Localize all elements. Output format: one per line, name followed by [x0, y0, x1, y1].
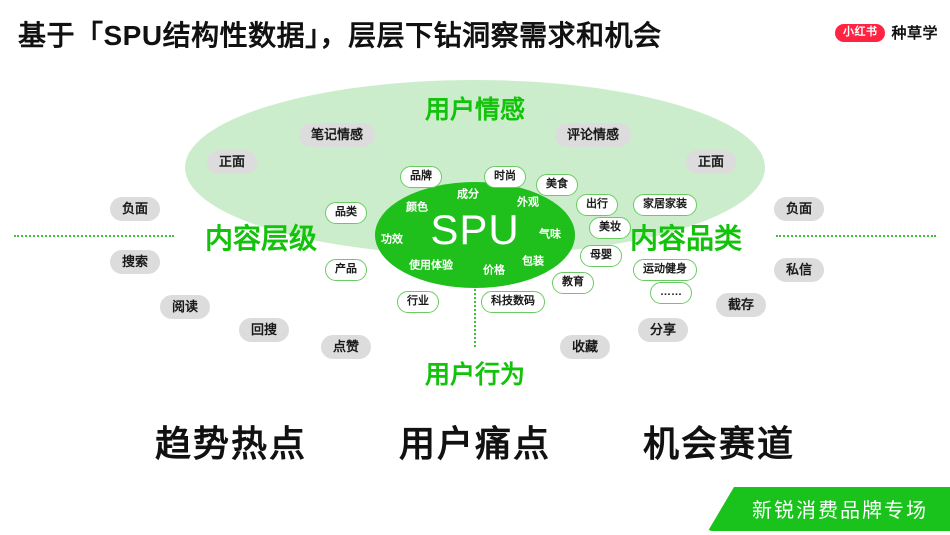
- metric-chip[interactable]: 搜索: [109, 250, 161, 274]
- category-chip[interactable]: 美食: [536, 174, 578, 196]
- category-chip[interactable]: 运动健身: [633, 259, 697, 281]
- category-chip[interactable]: 母婴: [580, 245, 622, 267]
- metric-chip[interactable]: 笔记情感: [298, 123, 376, 147]
- spu-attribute-label: 颜色: [406, 201, 428, 214]
- dotted-guide-left: [14, 235, 174, 237]
- metric-chip[interactable]: 正面: [206, 150, 258, 174]
- metric-chip[interactable]: 点赞: [320, 335, 372, 359]
- metric-chip[interactable]: 收藏: [559, 335, 611, 359]
- spu-core-label: SPU: [430, 206, 520, 253]
- metric-chip[interactable]: 回搜: [238, 318, 290, 342]
- brand-logo: 小红书 种草学: [834, 22, 938, 43]
- page-title: 基于「SPU结构性数据」，层层下钻洞察需求和机会: [18, 20, 662, 51]
- metric-chip[interactable]: 评论情感: [554, 123, 632, 147]
- spu-venn-diagram: SPU 用户情感 用户行为 内容层级 内容品类 成分外观 颜色气味 功效包装 使用体验…: [0, 80, 950, 400]
- bottom-heading: 用户痛点: [398, 423, 551, 464]
- metric-chip[interactable]: 负面: [109, 197, 161, 221]
- axis-label-user-sentiment: 用户情感: [424, 96, 525, 124]
- footer-banner: 新锐消费品牌专场: [708, 487, 950, 531]
- inner-ellipse: [375, 182, 575, 288]
- axis-label-content-level: 内容层级: [205, 223, 318, 254]
- category-chip[interactable]: 出行: [576, 194, 618, 216]
- metric-chip[interactable]: 私信: [773, 258, 825, 282]
- category-chip[interactable]: 科技数码: [481, 291, 545, 313]
- metric-chip[interactable]: 负面: [773, 197, 825, 221]
- category-chip[interactable]: 产品: [325, 259, 367, 281]
- category-chip[interactable]: 教育: [552, 272, 594, 294]
- dotted-guide-right: [776, 235, 936, 237]
- spu-attribute-label: 价格: [483, 264, 505, 277]
- axis-label-content-category: 内容品类: [630, 223, 743, 254]
- category-chip[interactable]: 时尚: [484, 166, 526, 188]
- axis-label-user-behavior: 用户行为: [424, 361, 525, 389]
- category-chip[interactable]: 家居家装: [633, 194, 697, 216]
- category-chip[interactable]: 美妆: [589, 217, 631, 239]
- category-chip[interactable]: 品牌: [400, 166, 442, 188]
- bottom-headings: 趋势热点 用户痛点 机会赛道: [0, 415, 950, 467]
- metric-chip[interactable]: 正面: [685, 150, 737, 174]
- metric-chip[interactable]: 阅读: [159, 295, 211, 319]
- brand-name-label: 种草学: [891, 25, 938, 42]
- category-chip[interactable]: 品类: [325, 202, 367, 224]
- spu-attribute-label: 气味: [539, 228, 561, 241]
- category-chip[interactable]: 行业: [397, 291, 439, 313]
- metric-chip[interactable]: 截存: [715, 293, 767, 317]
- metric-chip[interactable]: 分享: [637, 318, 689, 342]
- spu-attribute-label: 使用体验: [409, 259, 453, 272]
- bottom-heading: 趋势热点: [154, 423, 307, 464]
- spu-attribute-label: 成分: [457, 188, 479, 201]
- spu-attribute-label: 外观: [517, 196, 539, 209]
- spu-attribute-label: 功效: [381, 233, 403, 246]
- xiaohongshu-logo-pill: 小红书: [834, 23, 886, 42]
- category-chip[interactable]: ……: [650, 282, 692, 304]
- spu-attribute-label: 包装: [522, 255, 544, 268]
- bottom-heading: 机会赛道: [643, 423, 796, 464]
